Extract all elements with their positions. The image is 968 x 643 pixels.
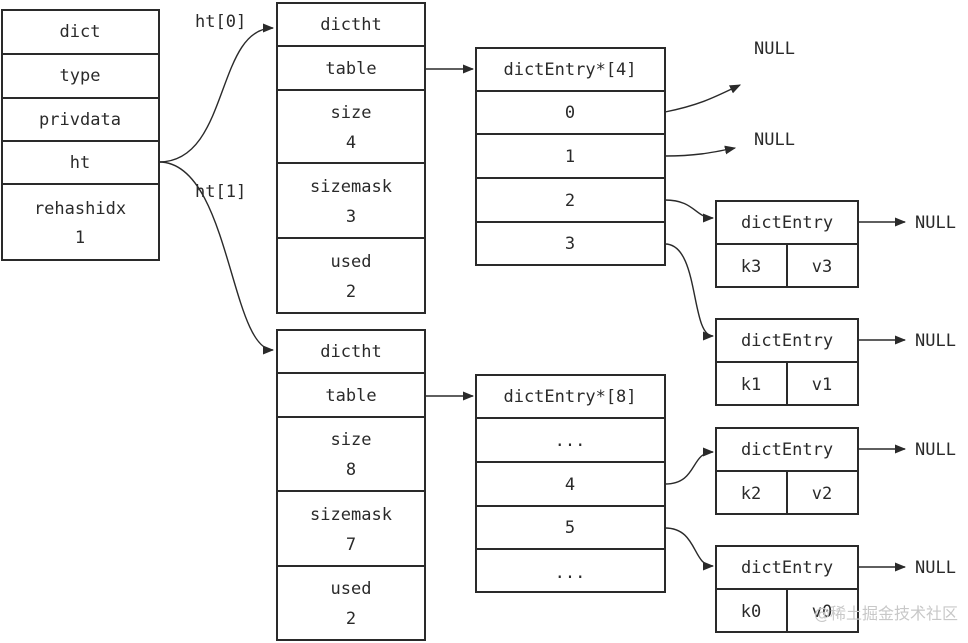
slot0-null: NULL [754,39,795,59]
slot1-null: NULL [754,130,795,150]
dictentry-k2-key: k2 [741,484,761,504]
dictentry-k0-value: v0 [812,602,832,622]
dict-field-rehashidx-label: rehashidx [34,199,126,219]
ht0-pointer-label: ht[0] [195,12,246,32]
slot5-chain-arrow [664,527,715,571]
dict-field-privdata: privdata [39,110,121,130]
dictht-0-box [276,2,426,314]
table-8-slot-ellipsis-bottom: ... [555,563,586,583]
dictentry-k1-header: dictEntry [741,331,833,351]
dictht-1-used-label: used [331,579,372,599]
k3-null: NULL [915,213,956,233]
dictentry-k3: dictEntry k3 v3 [715,200,859,288]
dictht-1-sizemask-value: 7 [346,535,356,555]
dictentry-table-4: dictEntry*[4] 0 1 2 3 [475,47,666,266]
dict-title: dict [60,22,101,42]
k1-null: NULL [915,331,956,351]
slot3-chain-arrow [664,243,715,341]
dict-field-type: type [60,66,101,86]
dictht-0-table: table [325,59,376,79]
table-4-slot-0: 0 [565,103,575,123]
dictentry-k2: dictEntry k2 v2 [715,427,859,515]
slot0-null-arrow [664,84,742,113]
dictentry-k0-key: k0 [741,602,761,622]
table-8-slot-4: 4 [565,475,575,495]
slot2-chain-arrow [664,199,715,223]
dict-struct: dict type privdata ht rehashidx 1 [1,9,160,261]
dictht-0: dictht table size 4 sizemask 3 used 2 [276,2,426,314]
dictentry-k1-key: k1 [741,375,761,395]
dictht-0-size-label: size [331,103,372,123]
table-8-slot-5: 5 [565,518,575,538]
table-4-slot-2: 2 [565,191,575,211]
table-8-slot-ellipsis-top: ... [555,431,586,451]
slot4-chain-arrow [664,447,715,485]
table-4-box [475,47,666,266]
table-4-slot-1: 1 [565,147,575,167]
table-8-box [475,374,666,593]
table-8-header: dictEntry*[8] [503,387,636,407]
dictentry-k0-header: dictEntry [741,558,833,578]
dictht-1-used-value: 2 [346,609,356,629]
dictht-1: dictht table size 8 sizemask 7 used 2 [276,329,426,641]
dictht-1-sizemask-label: sizemask [310,505,392,525]
k2-null: NULL [915,440,956,460]
dict-field-rehashidx-value: 1 [75,228,85,248]
dictht-1-box [276,329,426,641]
dictentry-table-8: dictEntry*[8] ... 4 5 ... [475,374,666,593]
dictht-0-sizemask-label: sizemask [310,177,392,197]
dictentry-k1: dictEntry k1 v1 [715,318,859,406]
dictentry-k3-value: v3 [812,257,832,277]
table-4-slot-3: 3 [565,234,575,254]
dictht-1-size-value: 8 [346,460,356,480]
dictentry-k3-key: k3 [741,257,761,277]
ht1-pointer-label: ht[1] [195,182,246,202]
dictentry-k2-value: v2 [812,484,832,504]
k0-null: NULL [915,558,956,578]
dictht-0-used-value: 2 [346,282,356,302]
dictht-0-sizemask-value: 3 [346,207,356,227]
ht0-arrow [158,23,275,163]
dictentry-k2-header: dictEntry [741,440,833,460]
ht1-arrow [158,161,275,355]
dictentry-k3-header: dictEntry [741,213,833,233]
dictht-1-header: dictht [320,342,381,362]
dictht-0-header: dictht [320,15,381,35]
dict-field-ht: ht [70,153,90,173]
dictht-0-size-value: 4 [346,133,356,153]
slot1-null-arrow [664,145,737,157]
dict-box [1,9,160,261]
watermark-text: @稀土掘金技术社区 [814,604,958,623]
dictht-0-used-label: used [331,252,372,272]
table-4-header: dictEntry*[4] [503,60,636,80]
dictht-1-table: table [325,386,376,406]
dictht-1-size-label: size [331,430,372,450]
dictentry-k0: dictEntry k0 v0 [715,545,859,633]
dictentry-k1-value: v1 [812,375,832,395]
